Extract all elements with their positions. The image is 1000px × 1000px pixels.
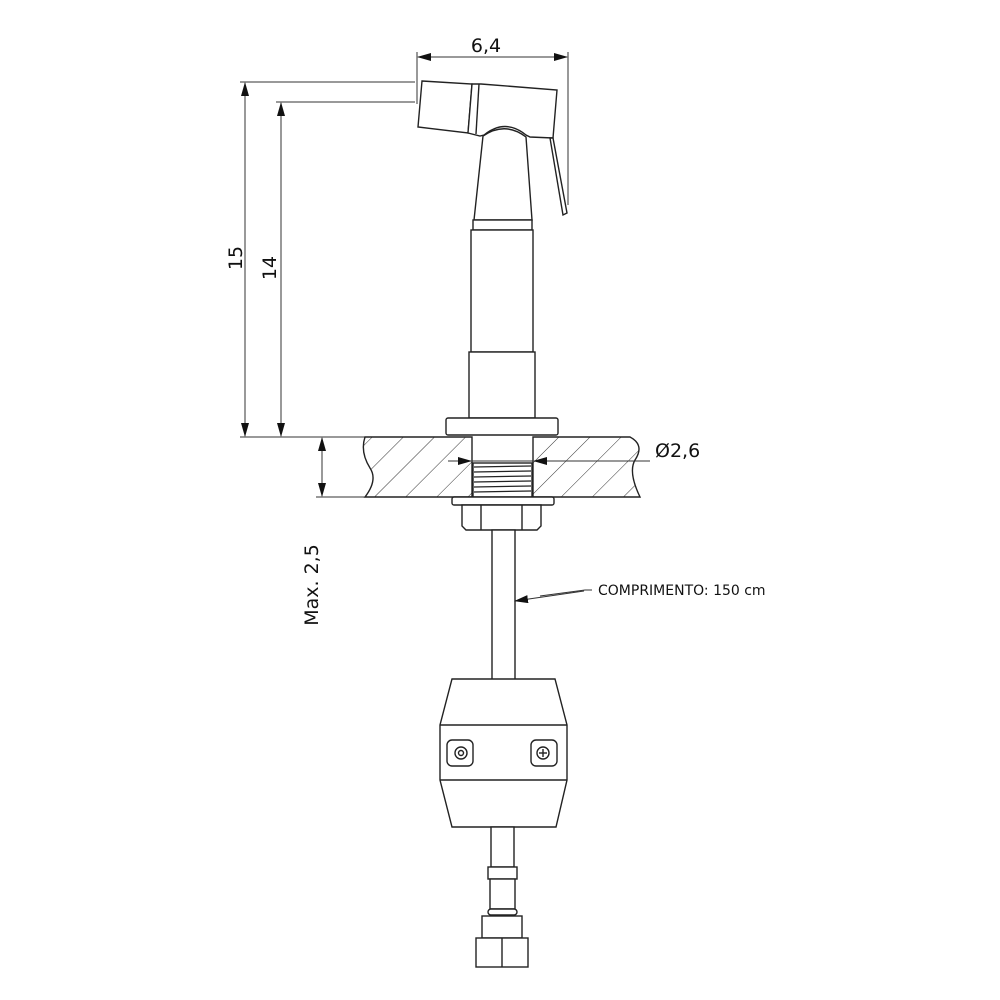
lock-nut: [461, 504, 542, 531]
width-dimension: 6,4: [416, 35, 569, 205]
width-label: 6,4: [471, 35, 501, 57]
screw-left-icon: [446, 739, 474, 767]
washer: [451, 496, 555, 506]
shower-head: [417, 80, 568, 419]
hose: [491, 529, 516, 681]
countertop-section: Ø2,6: [362, 436, 700, 498]
screw-right-icon: [530, 739, 558, 767]
inlet-fitting: [475, 826, 529, 968]
height-total-label: 15: [225, 246, 247, 270]
max-thickness-label: Max. 2,5: [301, 544, 323, 626]
valve-body: [439, 678, 568, 828]
flange: [445, 417, 559, 436]
diameter-label: Ø2,6: [655, 440, 700, 462]
threaded-shank: [472, 462, 533, 498]
hose-length-label: COMPRIMENTO: 150 cm: [598, 583, 766, 599]
height-stem-label: 14: [259, 256, 281, 280]
height-dimensions: 15 14 Max. 2,5: [225, 81, 415, 626]
